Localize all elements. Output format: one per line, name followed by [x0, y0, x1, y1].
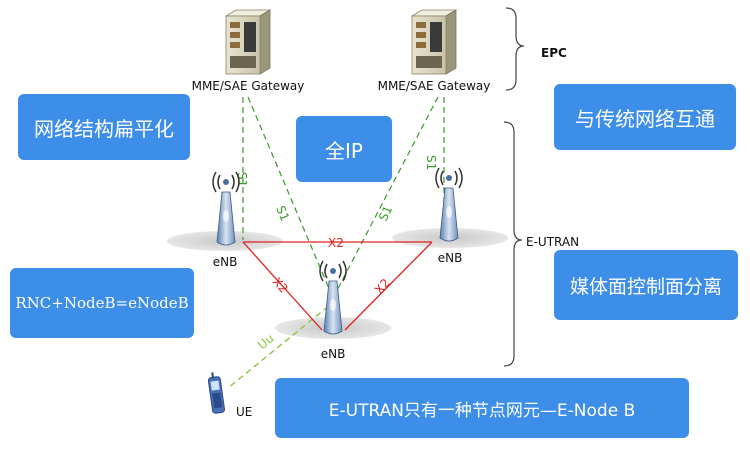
s1-links	[227, 96, 445, 389]
s1-label-right: S1	[424, 155, 438, 170]
callout-interworking: 与传统网络互通	[554, 84, 736, 150]
mme-right-label: MME/SAE Gateway	[378, 79, 491, 93]
enb-right-label: eNB	[438, 251, 463, 265]
uu-label: Uu	[255, 331, 277, 352]
mobile-phone-icon	[207, 372, 226, 414]
ue-label: UE	[236, 405, 252, 419]
server-icon	[410, 9, 458, 75]
x2-links	[242, 241, 433, 331]
epc-group-label: EPC	[541, 46, 567, 60]
server-icon	[224, 9, 272, 75]
s1-label-center-right: S1	[376, 204, 395, 224]
x2-label-top: X2	[328, 236, 344, 250]
x2-label-right: X2	[372, 276, 393, 297]
mme-left-label: MME/SAE Gateway	[192, 79, 305, 93]
callout-control-user-separation: 媒体面控制面分离	[554, 250, 738, 320]
eutran-brace	[503, 121, 523, 367]
epc-brace	[505, 7, 525, 91]
callout-single-node: E-UTRAN只有一种节点网元—E-Node B	[275, 378, 689, 438]
enb-center-label: eNB	[321, 347, 346, 361]
enb-left-label: eNB	[213, 255, 238, 269]
callout-rnc-nodeb: RNC+NodeB=eNodeB	[10, 268, 194, 338]
s1-label-center-left: S1	[273, 204, 292, 224]
callout-all-ip: 全IP	[296, 116, 392, 182]
callout-flat-architecture: 网络结构扁平化	[18, 94, 190, 160]
eutran-group-label: E-UTRAN	[526, 235, 579, 249]
